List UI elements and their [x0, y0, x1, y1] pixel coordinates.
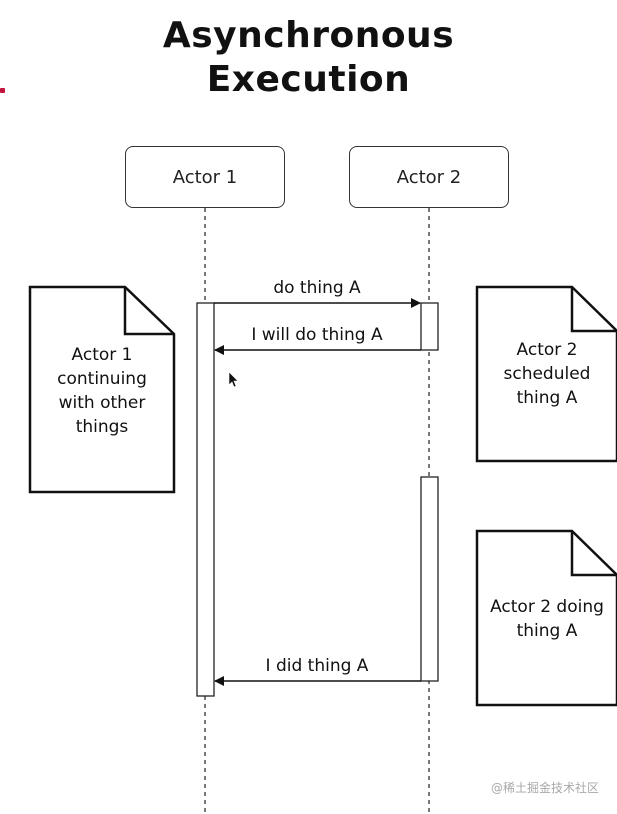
note-actor-1-continuing — [28, 285, 176, 494]
activation-bar-actor-2-first — [420, 302, 439, 351]
note-actor-2-scheduled-line-1: Actor 2 — [516, 340, 578, 360]
note-actor-2-scheduled-line-2: scheduled — [503, 364, 591, 384]
note-actor-2-doing-text: Actor 2 doing thing A — [478, 595, 616, 643]
watermark: @稀土掘金技术社区 — [490, 781, 599, 795]
message-label-do-thing-a: do thing A — [273, 278, 361, 298]
note-actor-1-line-2: continuing — [57, 369, 147, 389]
note-actor-2-scheduled-line-3: thing A — [516, 388, 578, 408]
activation-bar-actor-1 — [196, 302, 215, 697]
message-label-i-will-do-thing-a: I will do thing A — [251, 325, 383, 345]
note-actor-2-doing — [475, 529, 617, 707]
mouse-cursor-icon — [228, 371, 239, 388]
activation-bar-actor-2-second — [420, 476, 439, 682]
actor-2-label: Actor 2 — [396, 166, 462, 188]
note-actor-1-text: Actor 1 continuing with other things — [38, 343, 166, 439]
actor-2-box: Actor 2 — [349, 146, 509, 208]
actor-1-label: Actor 1 — [172, 166, 238, 188]
message-label-i-did-thing-a: I did thing A — [265, 656, 369, 676]
note-actor-2-scheduled-text: Actor 2 scheduled thing A — [480, 338, 614, 410]
title-line-1: Asynchronous — [162, 15, 455, 56]
note-actor-2-doing-line-1: Actor 2 doing — [490, 597, 604, 617]
note-actor-1-line-1: Actor 1 — [71, 345, 133, 365]
red-edge-mark — [0, 88, 5, 93]
note-actor-2-scheduled — [475, 285, 617, 463]
note-actor-2-doing-line-2: thing A — [516, 621, 578, 641]
note-actor-1-line-3: with other — [58, 393, 146, 413]
note-actor-1-line-4: things — [75, 417, 129, 437]
actor-1-box: Actor 1 — [125, 146, 285, 208]
title-line-2: Execution — [206, 59, 411, 100]
diagram-title: Asynchronous Execution — [0, 14, 617, 102]
